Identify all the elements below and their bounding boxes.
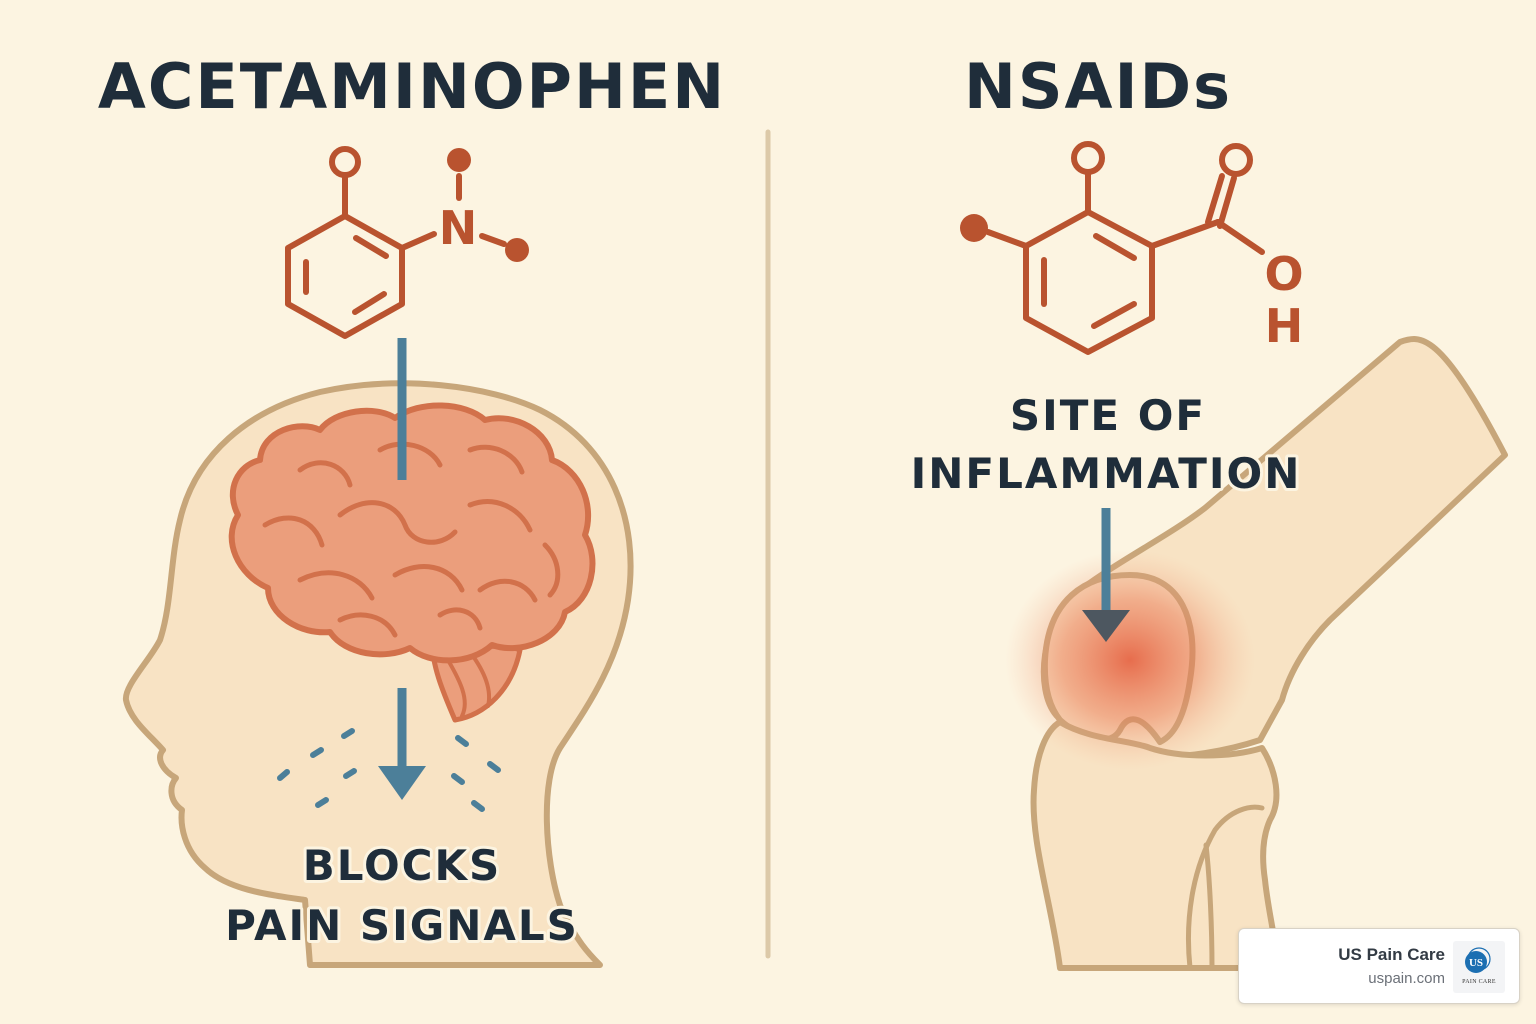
blocks-caption-line1: BLOCKS: [303, 841, 502, 890]
blocked-signal-dots: [277, 728, 501, 812]
acetaminophen-molecule-icon: [285, 146, 507, 339]
bone-lines: [1186, 804, 1265, 971]
nitrogen-atom-label: N: [439, 201, 478, 255]
brain-gyri: [262, 441, 561, 638]
site-caption-line2: INFLAMMATION: [911, 449, 1302, 498]
nsaid-methyl-dot: [960, 214, 988, 242]
badge-url[interactable]: uspain.com: [1368, 970, 1445, 987]
pain-block-arrow-head: [378, 766, 426, 800]
inflammation-arrow-head: [1082, 610, 1130, 642]
blocks-caption-line2: PAIN SIGNALS: [225, 901, 579, 950]
methyl-dot-top: [447, 148, 471, 172]
badge-brand-name: US Pain Care: [1338, 945, 1445, 964]
acetaminophen-title: ACETAMINOPHEN: [98, 50, 726, 123]
hydrogen-atom-label: H: [1265, 299, 1304, 353]
attribution-badge[interactable]: US Pain Care uspain.com US PAIN CARE: [1238, 928, 1520, 1004]
logo-text: PAIN CARE: [1462, 979, 1496, 985]
inflammation-glow: [1005, 550, 1255, 770]
site-caption-line1: SITE OF: [1010, 391, 1206, 440]
nsaid-molecule-icon: [985, 141, 1265, 355]
logo-globe-icon: US: [1465, 947, 1491, 973]
nsaids-title: NSAIDs: [964, 50, 1232, 123]
oxygen-atom-label: O: [1264, 247, 1303, 301]
methyl-dot-right: [505, 238, 529, 262]
us-pain-care-logo-icon: US PAIN CARE: [1453, 941, 1505, 993]
svg-text:US: US: [1469, 957, 1483, 969]
